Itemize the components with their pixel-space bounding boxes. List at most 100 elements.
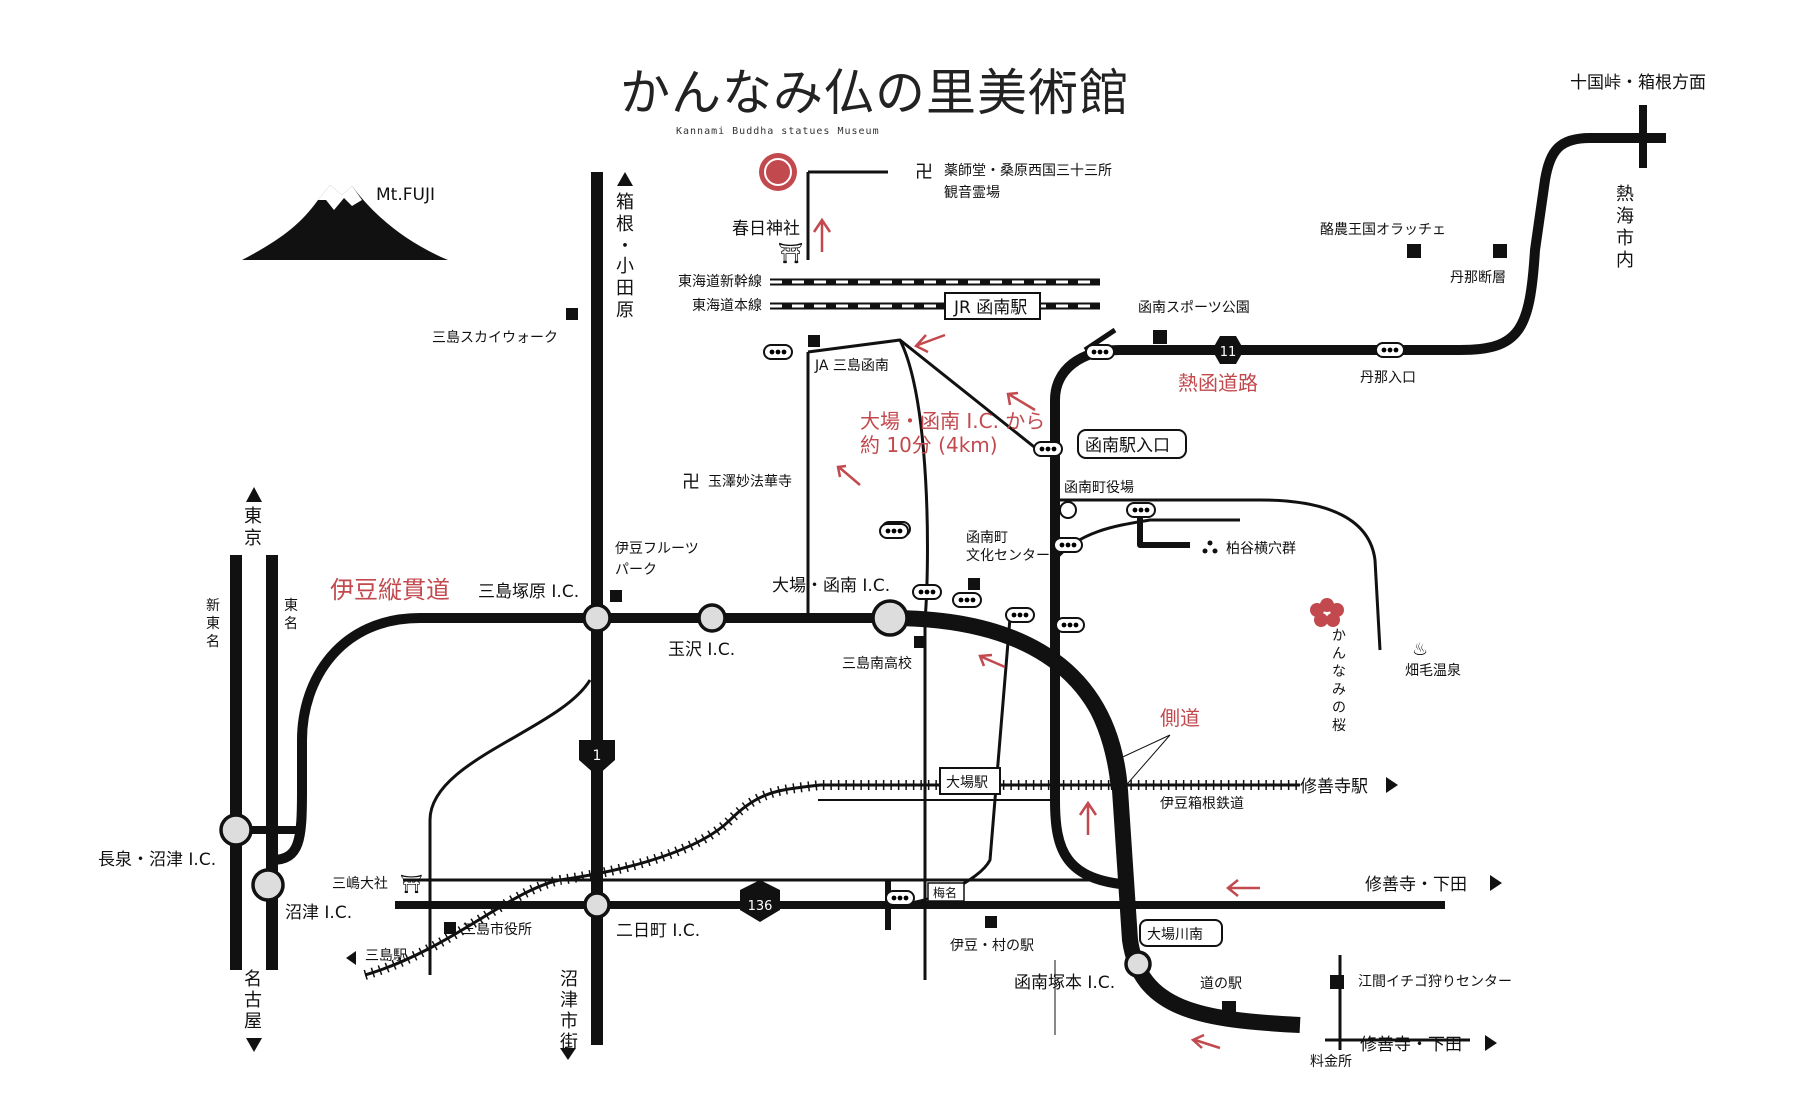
town-road-b [1060,498,1382,651]
izu-fruits-label-1: 伊豆フルーツ [615,541,699,557]
museum-title: かんなみ仏の里美術館 [620,64,1130,122]
museum-location-marker [759,153,797,191]
mishima-minami-hs-label: 三島南高校 [842,655,912,672]
gyokutaku-temple-label: 玉澤妙法華寺 [708,474,792,490]
muranoeki-marker [985,916,997,928]
ohba-kawaminami-label: 大場川南 [1147,927,1203,943]
ohba-station-box [939,767,1001,795]
yakushido-label-1: 薬師堂・桑原西国三十三所 [944,163,1112,179]
jr-kannami-station-box [944,292,1041,320]
culture-center-marker [968,578,980,590]
toll-booth-label: 料金所 [1310,1054,1352,1070]
tokyo-direction-arrow-icon [246,487,262,502]
izu-jukan-south-road [889,610,1301,1033]
tamazawa-ic [697,603,727,633]
tokaido-shinkansen-label: 東海道新幹線 [678,273,762,290]
ohba-kawaminami-box [1139,919,1223,947]
shuzenji-station-label: 修善寺駅 [1300,777,1368,797]
mishima-station-label: 三島駅 [365,948,407,964]
rakuno-okoku-label: 酪農王国オラッチェ [1320,222,1446,238]
nagoya-direction-arrow-icon [246,1038,262,1052]
kashiwaya-road [1137,510,1190,548]
museum-subtitle: Kannami Buddha statues Museum [676,126,880,137]
station-entrance-box [1077,429,1187,459]
ema-strawberry-label: 江間イチゴ狩りセンター [1358,973,1512,990]
shrine-gate-icon: ⛩ [778,241,803,265]
access-note-line2: 約 10分 (4km) [860,433,998,457]
izu-fruits-label-2: パーク [615,562,657,578]
mishima-minami-hs-marker [914,636,926,648]
route-1-shield-icon [579,740,615,776]
skywalk-marker [566,308,578,320]
kannami-sakura-label: かんなみの桜 [1332,628,1346,734]
route-11-shield-icon [1212,336,1244,364]
mishima-skywalk-label: 三島スカイウォーク [432,330,558,346]
izu-hakone-railway-line [363,780,1300,980]
temple-icon: 卍 [915,162,933,183]
access-note-line1: 大場・函南 I.C. から [860,409,1045,433]
tanna-fault-label: 丹那断層 [1450,270,1506,286]
nagaizumi-numazu-ic-label: 長泉・沼津 I.C. [98,850,216,870]
kannami-station-entrance-label: 函南駅入口 [1085,436,1170,456]
route-136-shield-icon [740,880,780,922]
shuzenji-station-arrow-icon [1386,777,1398,793]
shuzenji-shimoda-2-arrow-icon [1485,1035,1497,1051]
kashiwaya-caves-label: 柏谷横穴群 [1226,541,1296,557]
izu-hakone-railway-label: 伊豆箱根鉄道 [1160,796,1244,812]
michinoeki-marker [1222,1001,1236,1015]
shin-tomei-label: 新東名 [206,598,220,650]
culture-road [898,339,929,980]
ja-marker [808,335,820,347]
mishima-tsukahara-ic-label: 三島塚原 I.C. [478,582,579,602]
hot-spring-icon: ♨ [1412,639,1428,660]
atami-city-label: 熱海市内 [1616,184,1634,271]
tamazawa-ic-label: 玉沢 I.C. [668,640,735,660]
mishima-taisha-road [428,679,592,975]
futsukamachi-ic-label: 二日町 I.C. [616,921,700,941]
numazu-ic [251,868,285,902]
mishima-city-hall-label: 三島市役所 [462,921,532,938]
town-office-label: 函南町役場 [1064,480,1134,496]
culture-center-label-2: 文化センター [966,548,1050,564]
tokyo-label: 東京 [244,506,262,549]
ohba-kannami-ic-label: 大場・函南 I.C. [772,576,890,596]
izu-jukan-label: 伊豆縦貫道 [330,576,450,604]
michinoeki-label: 道の駅 [1200,976,1242,992]
hakone-direction-arrow-icon [617,172,633,186]
izu-jukan-road [271,613,890,865]
route-11-number: 11 [1220,345,1237,360]
atami-road [1050,133,1666,890]
mishima-tsukahara-ic [582,603,612,633]
ohba-kannami-ic [871,599,909,637]
mishima-station-arrow-icon [346,951,356,965]
yakushido-label-2: 観音霊場 [944,184,1000,201]
tanna-iriguchi-label: 丹那入口 [1360,370,1416,386]
izu-fruits-marker [610,590,622,602]
kannami-tsukamoto-ic-label: 函南塚本 I.C. [1014,973,1115,993]
umena-label: 梅名 [933,885,957,900]
route-1-number: 1 [593,748,602,764]
town-road-a [1053,518,1240,561]
kannami-tsukamoto-ic [1124,950,1152,978]
ja-mishima-kannami-label: JA 三島函南 [814,358,889,374]
mt-fuji-label: Mt.FUJI [376,185,435,205]
umena-box [927,882,965,902]
hatake-onsen-label: 畑毛温泉 [1405,662,1461,679]
sakura-icon [1310,598,1344,627]
sports-park-marker [1153,330,1167,344]
side-road-line [889,611,1113,791]
jr-kannami-station-label: JR 函南駅 [953,298,1027,318]
kashiwaya-caves-icon [1202,540,1218,554]
culture-center-label-1: 函南町 [966,530,1008,546]
jikkoku-hakone-label: 十国峠・箱根方面 [1570,73,1706,93]
atami-road-label: 熱函道路 [1178,371,1258,395]
nagoya-label: 名古屋 [244,969,262,1032]
side-road-pointer [1111,734,1171,791]
futsukamachi-ic [583,891,611,919]
route-136-number: 136 [748,899,773,914]
route-guide-arrows [812,217,1260,1050]
numazu-city-label: 沼津市街 [560,969,578,1053]
numazu-ic-label: 沼津 I.C. [285,903,352,923]
ohba-station-label: 大場駅 [946,775,988,791]
